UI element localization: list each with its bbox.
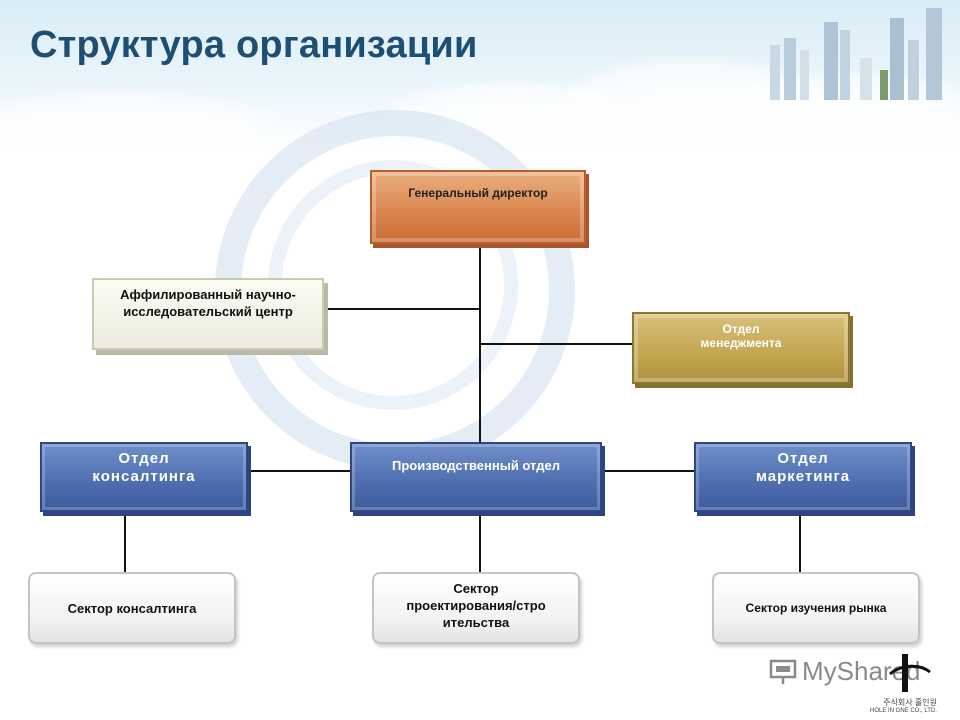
consulting-dept-label: Отдел консалтинга	[92, 450, 196, 485]
connector-management	[480, 343, 632, 345]
management-dept-box: Отдел менеджмента	[632, 312, 850, 384]
marketing-dept-box: Отдел маркетинга	[694, 442, 912, 512]
research-center-label: Аффилированный научно- исследовательский…	[120, 287, 296, 319]
presentation-icon	[769, 659, 797, 684]
watermark-brand: MyShared	[802, 656, 921, 686]
production-dept-label: Производственный отдел	[392, 458, 560, 473]
company-subtitle: HOLE IN ONE CO., LTD.	[870, 708, 937, 714]
city-skyline-image	[770, 8, 942, 100]
production-dept-box: Производственный отдел	[350, 442, 602, 512]
consulting-sector-label: Сектор консалтинга	[67, 600, 197, 616]
consulting-sector-box: Сектор консалтинга	[28, 572, 236, 644]
connector-consulting-dept	[250, 470, 352, 472]
connector-research	[326, 308, 480, 310]
design-sector-label: Сектор проектирования/стро ительства	[406, 581, 546, 630]
connector-marketing-dept	[602, 470, 694, 472]
company-caption: 주식회사 홀인원 HOLE IN ONE CO., LTD.	[870, 698, 937, 716]
company-name: 주식회사 홀인원	[883, 698, 937, 707]
ceo-label: Генеральный директор	[408, 186, 548, 200]
market-research-sector-box: Сектор изучения рынка	[712, 572, 920, 644]
slide-title: Структура организации	[30, 24, 478, 66]
management-dept-label: Отдел менеджмента	[700, 322, 782, 350]
company-logo-icon	[889, 654, 931, 692]
connector-design-sector	[479, 512, 481, 572]
research-center-box: Аффилированный научно- исследовательский…	[92, 278, 324, 350]
design-sector-box: Сектор проектирования/стро ительства	[372, 572, 580, 644]
sky-background	[0, 0, 960, 160]
market-research-sector-label: Сектор изучения рынка	[745, 600, 887, 615]
ceo-box: Генеральный директор	[370, 170, 586, 244]
connector-market-sector	[799, 512, 801, 572]
marketing-dept-label: Отдел маркетинга	[755, 450, 851, 485]
consulting-dept-box: Отдел консалтинга	[40, 442, 248, 512]
watermark: MyShared	[768, 656, 921, 687]
connector-consulting-sector	[124, 512, 126, 572]
